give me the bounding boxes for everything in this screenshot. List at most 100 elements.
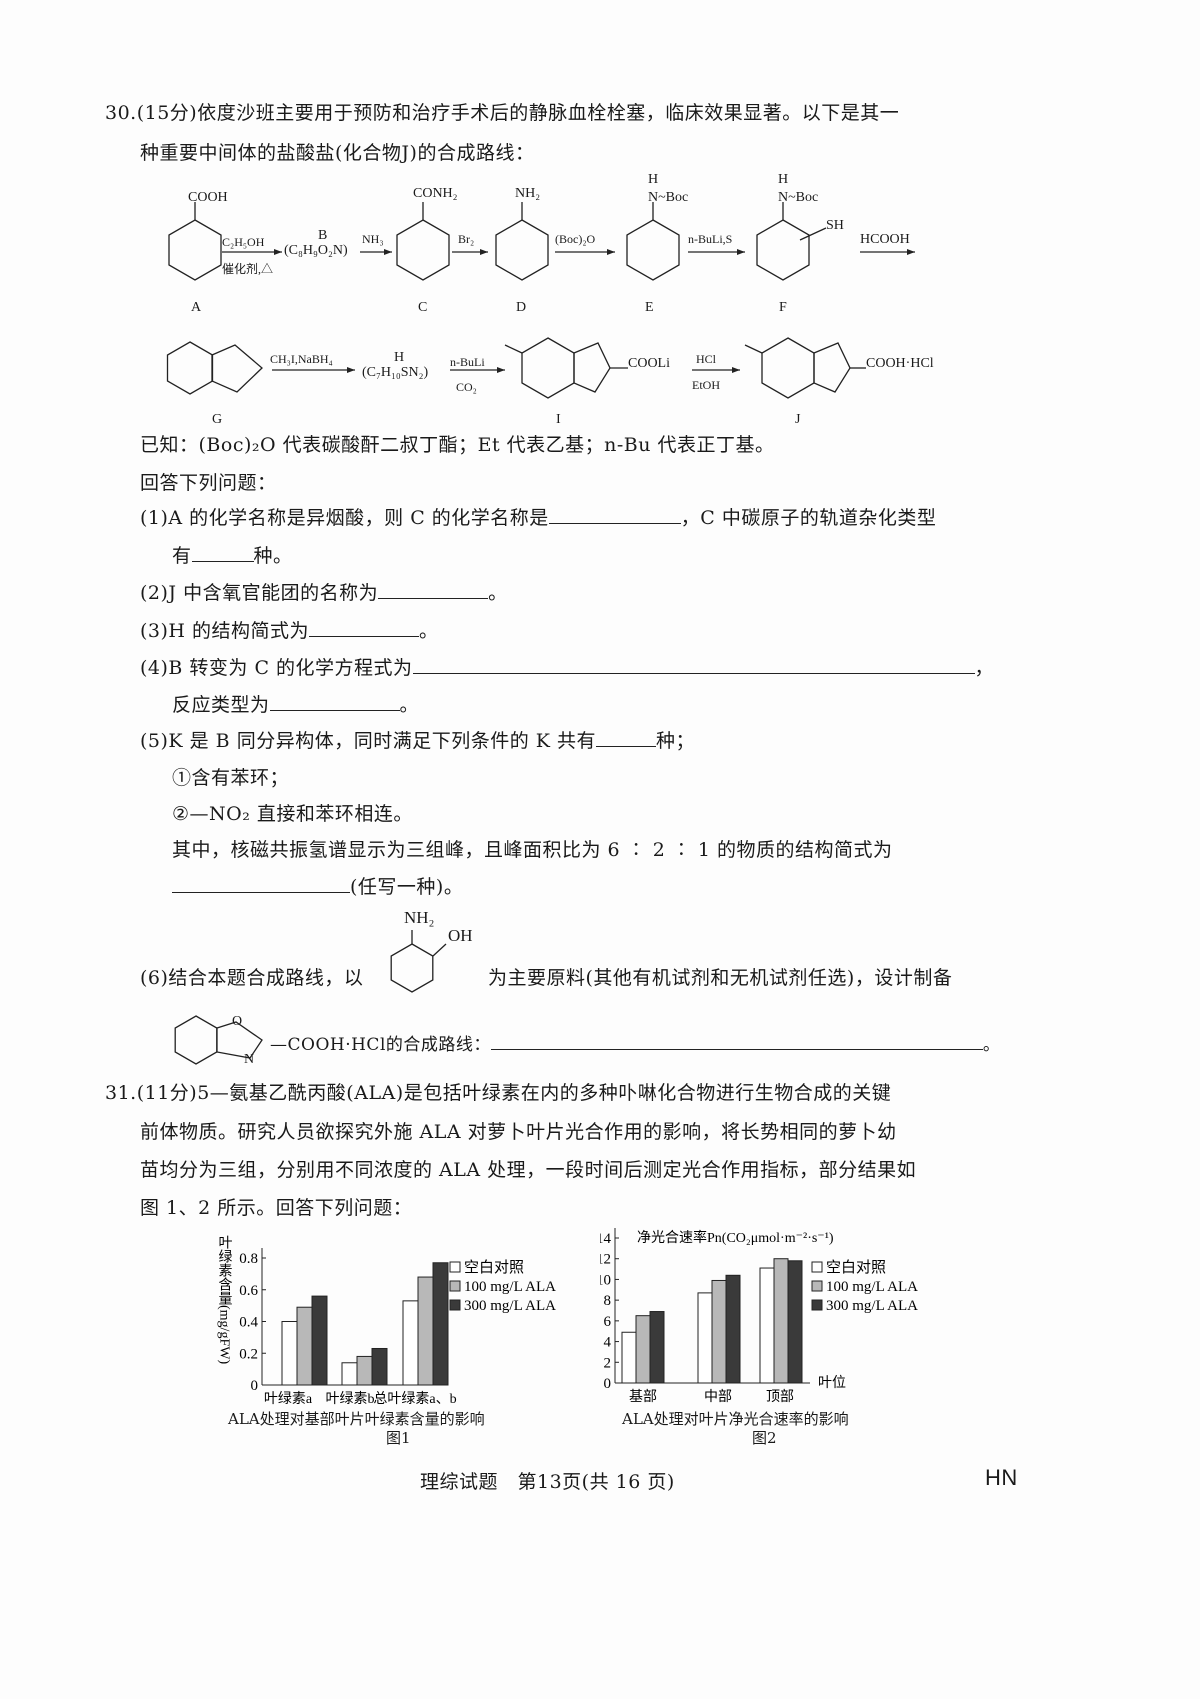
answer-blank[interactable]: [412, 655, 975, 674]
part6-b: 为主要原料(其他有机试剂和无机试剂任选)，设计制备: [488, 967, 953, 989]
answer-blank[interactable]: [595, 728, 656, 747]
y-tick-label: 8: [604, 1293, 612, 1309]
answer-blank[interactable]: [191, 543, 254, 562]
bar-2-1: [773, 1258, 789, 1384]
bar-1-2: [371, 1347, 388, 1386]
reagent-5: n-BuLi,S: [688, 232, 733, 246]
J-sub: COOH·HCl: [866, 356, 934, 371]
legend-label: 100 mg/L ALA: [464, 1279, 556, 1295]
bond: [744, 344, 763, 354]
x-category-label: 叶绿素b: [326, 1391, 375, 1407]
A-label: A: [191, 300, 202, 315]
y-axis-label: 叶绿素含量(mg/gFW): [217, 1235, 233, 1364]
answer-blank[interactable]: [309, 618, 420, 637]
part1-cont: 有种。: [172, 543, 293, 567]
chart2-title: ALA处理对叶片净光合速率的影响: [622, 1410, 849, 1428]
reagent-3: Br₂: [458, 232, 475, 246]
arrowhead: [347, 367, 355, 373]
bar-0-0: [621, 1331, 637, 1384]
ring-I-thiazole: [573, 342, 611, 393]
q30-line1: 30.(15分)依度沙班主要用于预防和治疗手术后的静脉血栓栓塞，临床效果显著。以…: [105, 102, 900, 124]
E-H: H: [648, 172, 659, 187]
arrowhead: [384, 249, 392, 255]
legend-swatch: [449, 1261, 461, 1273]
y-tick-label: 0.8: [239, 1251, 258, 1267]
chart1-title: ALA处理对基部叶片叶绿素含量的影响: [228, 1410, 485, 1428]
y-tick-label: 0: [251, 1378, 259, 1394]
y-tick-label: 4: [604, 1335, 612, 1351]
legend-label: 100 mg/L ALA: [826, 1279, 918, 1295]
bond: [432, 943, 447, 957]
F-sub: N~Boc: [778, 190, 819, 205]
B-label: B: [318, 228, 328, 243]
answer-blank[interactable]: [172, 874, 350, 893]
reagent-8b: CO₂: [456, 380, 477, 394]
legend-label: 300 mg/L ALA: [464, 1298, 556, 1314]
y-tick-label: 0.4: [239, 1315, 258, 1331]
part3: (3)H 的结构简式为。: [140, 618, 439, 642]
aminophenol-oh: OH: [448, 926, 473, 945]
ring-J-thiazole: [813, 342, 851, 393]
G-label: G: [212, 412, 223, 427]
answer-intro: 回答下列问题：: [140, 472, 277, 494]
y-tick-label: 0.2: [239, 1346, 258, 1362]
part5-nmr: 其中，核磁共振氢谱显示为三组峰，且峰面积比为 6 ∶ 2 ∶ 1 的物质的结构简…: [172, 839, 893, 861]
answer-blank[interactable]: [548, 505, 681, 524]
aminophenol-nh2: NH₂: [404, 908, 435, 927]
bar-1-1: [356, 1355, 373, 1386]
benzoxazole-o: O: [232, 1014, 243, 1029]
reagent-2: NH₃: [362, 232, 384, 246]
F-H: H: [778, 172, 789, 187]
y-tick-label: 12: [600, 1252, 611, 1268]
x-axis-label: 叶位: [818, 1375, 846, 1391]
F-label: F: [779, 300, 787, 315]
bar-2-2: [432, 1262, 449, 1386]
arrowhead: [607, 249, 615, 255]
bar-0-2: [649, 1311, 665, 1384]
legend-label: 空白对照: [826, 1259, 886, 1276]
bar-1-0: [697, 1292, 713, 1384]
answer-blank[interactable]: [490, 1031, 983, 1050]
answer-blank[interactable]: [269, 692, 400, 711]
bar-0-2: [311, 1295, 328, 1386]
footer-page: 理综试题 第13页(共 16 页): [420, 1471, 675, 1493]
legend-swatch: [449, 1280, 461, 1292]
condition-1: 催化剂,△: [222, 262, 274, 276]
B-formula: (C₈H₉O₂N): [284, 243, 348, 258]
x-category-label: 总叶绿素a、b: [373, 1391, 456, 1407]
bar-1-2: [725, 1274, 741, 1384]
part6-c: —COOH·HCl的合成路线：。: [270, 1030, 1000, 1055]
ring-oxazole: [216, 1021, 263, 1059]
ring-A: [168, 219, 222, 281]
benzoxazole-n: N: [244, 1052, 255, 1067]
reagent-7: CH₃I,NaBH₄: [270, 352, 333, 366]
ring-G: [166, 341, 214, 395]
q31-line4: 图 1、2 所示。回答下列问题：: [140, 1197, 413, 1219]
y-axis-label: 净光合速率Pn(CO₂μmol·m⁻²·s⁻¹): [637, 1229, 834, 1246]
part6-a: (6)结合本题合成路线，以: [140, 967, 364, 989]
bond: [504, 344, 523, 354]
J-label: J: [795, 412, 801, 427]
F-sh: SH: [826, 218, 844, 233]
x-category-label: 顶部: [766, 1389, 794, 1405]
condition-1: ①含有苯环；: [172, 767, 290, 789]
chart2-figure: 图2: [752, 1429, 777, 1447]
bond: [799, 227, 827, 241]
y-tick-label: 6: [604, 1314, 612, 1330]
arrowhead: [907, 249, 915, 255]
x-category-label: 叶绿素a: [264, 1391, 313, 1407]
E-sub: N~Boc: [648, 190, 689, 205]
legend-label: 空白对照: [464, 1259, 524, 1276]
bar-2-2: [787, 1260, 803, 1384]
part2: (2)J 中含氧官能团的名称为。: [140, 580, 508, 604]
y-tick-label: 0.6: [239, 1283, 258, 1299]
arrowhead: [480, 249, 488, 255]
reagent-9b: EtOH: [692, 378, 720, 392]
reagent-4: (Boc)₂O: [555, 232, 596, 246]
A-sub: COOH: [188, 190, 228, 205]
answer-blank[interactable]: [378, 580, 489, 599]
reagent-1: C₂H₅OH: [222, 235, 265, 249]
